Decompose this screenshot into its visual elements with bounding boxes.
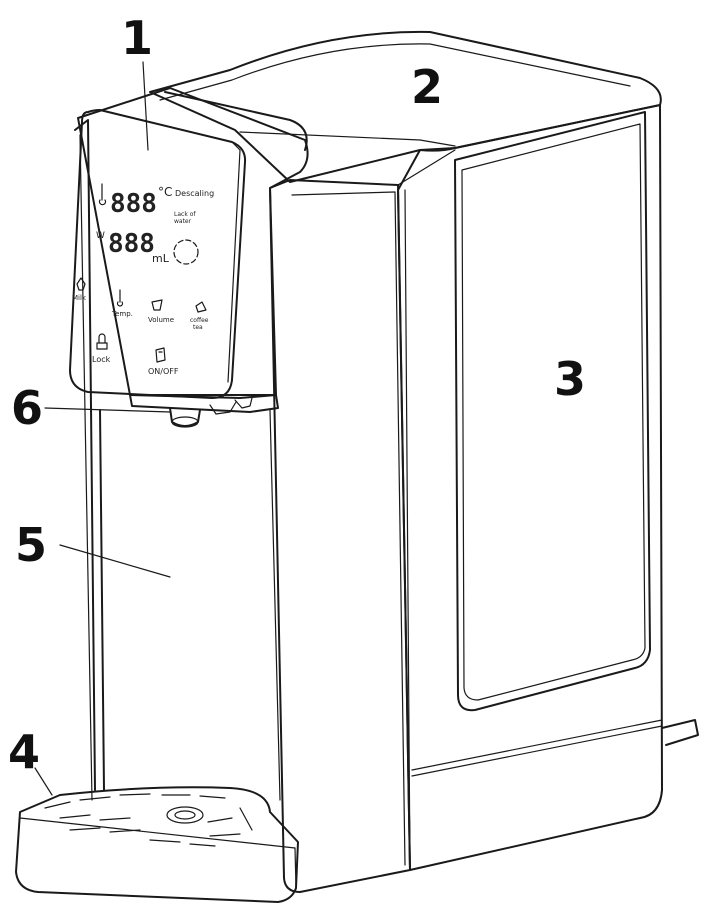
water-tank — [397, 104, 663, 871]
volume-unit: mL — [152, 252, 170, 265]
water-ring-indicator — [173, 239, 199, 265]
base — [299, 817, 641, 893]
callout-1: 1 — [121, 11, 153, 65]
leader-1 — [142, 61, 149, 151]
leader-5 — [59, 544, 171, 578]
descaling-label: Descaling — [175, 189, 214, 198]
volume-btn-icon — [151, 299, 163, 311]
temp-icon — [116, 289, 124, 307]
power-icon — [155, 347, 166, 363]
tank-window — [454, 111, 651, 712]
drain-pipe — [661, 719, 699, 746]
water-outlet — [129, 394, 279, 428]
milk-icon — [76, 277, 86, 291]
milk-button[interactable]: Milk — [72, 294, 87, 302]
lack-water-line2: water — [174, 218, 192, 225]
top-lid — [149, 30, 662, 183]
lock-icon — [96, 333, 108, 350]
volume-digits: 888 — [108, 229, 155, 259]
coffee-button-line1[interactable]: coffee — [190, 317, 209, 324]
coffee-icon — [195, 301, 207, 313]
thermometer-icon — [98, 183, 107, 206]
callout-5: 5 — [15, 518, 47, 572]
leader-4 — [34, 767, 53, 796]
temp-digits: 888 — [110, 189, 157, 219]
control-panel: 888 °C Descaling W 888 mL Lack of water … — [69, 109, 247, 399]
front-column — [269, 179, 411, 893]
volume-icon: W — [96, 231, 105, 241]
coffee-button-line2[interactable]: tea — [193, 324, 203, 331]
callout-3: 3 — [554, 352, 586, 406]
temp-button[interactable]: Temp. — [111, 310, 133, 318]
temp-unit: °C — [158, 185, 172, 199]
callout-2: 2 — [411, 60, 443, 114]
drip-tray — [15, 786, 299, 903]
callout-4: 4 — [8, 725, 40, 779]
leader-6 — [44, 407, 171, 413]
callout-6: 6 — [11, 381, 43, 435]
volume-button[interactable]: Volume — [148, 316, 174, 324]
lack-water-line1: Lack of — [174, 211, 196, 218]
onoff-button[interactable]: ON/OFF — [148, 367, 179, 376]
lock-button[interactable]: Lock — [92, 355, 111, 364]
